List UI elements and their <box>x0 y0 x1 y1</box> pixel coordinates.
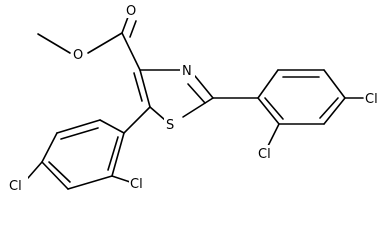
thiazole-ring <box>133 69 214 121</box>
atom-s-label: S <box>166 118 174 133</box>
atom-cl-left-ortho-label: Cl <box>130 177 143 192</box>
atom-o-carbonyl: O <box>124 2 138 19</box>
atom-n: N <box>180 62 195 79</box>
atom-cl-right-para-label: Cl <box>365 92 378 107</box>
ester-group <box>37 16 141 71</box>
atom-cl-right-para: Cl <box>364 90 384 107</box>
atom-cl-left-para: Cl <box>8 177 28 194</box>
atom-cl-right-ortho: Cl <box>256 145 276 162</box>
atom-n-label: N <box>182 64 192 79</box>
structure-diagram: O O N S Cl Cl Cl Cl <box>8 2 384 194</box>
atom-o-ester: O <box>71 46 87 63</box>
atom-cl-left-para-label: Cl <box>9 179 22 194</box>
atom-cl-right-ortho-label: Cl <box>258 147 271 162</box>
atom-cl-left-ortho: Cl <box>129 175 149 192</box>
atom-s: S <box>164 116 180 133</box>
atom-o-carbonyl-label: O <box>126 4 136 19</box>
right-dichlorophenyl <box>212 69 364 147</box>
atom-o-ester-label: O <box>73 48 83 63</box>
left-dichlorophenyl <box>27 106 151 190</box>
